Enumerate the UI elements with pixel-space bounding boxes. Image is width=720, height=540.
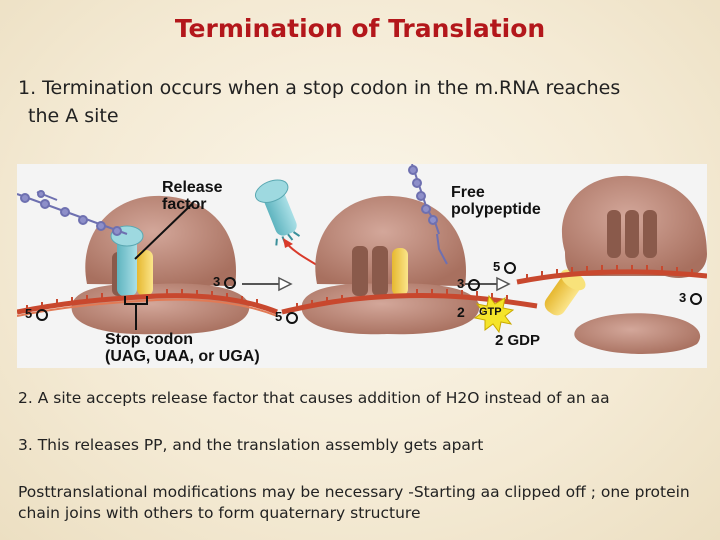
five-prime-label-3: 5 — [493, 259, 516, 274]
point-4: Posttranslational modifications may be n… — [18, 483, 690, 522]
slide-title: Termination of Translation — [174, 14, 546, 43]
free-polypeptide-label: Free polypeptide — [451, 184, 541, 218]
point-1-line-2: the A site — [28, 105, 119, 127]
free-polypeptide-chain — [408, 164, 440, 235]
mrna-strand-1 — [17, 289, 278, 317]
released-factor — [254, 179, 301, 246]
ribosome-1 — [71, 195, 250, 335]
gdp-label: 2 GDP — [495, 332, 541, 349]
small-subunit — [574, 313, 701, 354]
point-2: 2. A site accepts release factor that ca… — [18, 389, 610, 407]
large-subunit — [561, 175, 707, 278]
two-label: 2 — [457, 304, 465, 320]
gtp-label: GTP — [479, 306, 502, 318]
mrna-strand-2 — [281, 289, 538, 315]
mrna-strand-3 — [516, 265, 707, 285]
point-1-line-1: 1. Termination occurs when a stop codon … — [18, 77, 621, 99]
release-factor-label: Release factor — [162, 179, 223, 213]
termination-diagram: Release factor Free polypeptide Stop cod… — [17, 164, 707, 368]
stop-codon-label: Stop codon (UAG, UAA, or UGA) — [105, 331, 260, 365]
three-prime-label-3: 3 — [679, 290, 702, 305]
five-prime-label-2: 5 — [275, 309, 298, 324]
termination-illustration — [17, 164, 707, 354]
a-site-trna-1 — [137, 250, 153, 296]
point-3: 3. This releases PP, and the translation… — [18, 436, 484, 454]
point-1: 1. Termination occurs when a stop codon … — [18, 74, 678, 130]
three-prime-label-2: 3 — [457, 276, 480, 291]
release-factor-pointer — [134, 203, 193, 260]
five-prime-label-1: 5 — [25, 306, 48, 321]
polypeptide-chain-1 — [17, 190, 128, 236]
a-site-trna-2 — [392, 248, 408, 296]
gtp-burst — [473, 294, 515, 334]
three-prime-label-1: 3 — [213, 274, 236, 289]
